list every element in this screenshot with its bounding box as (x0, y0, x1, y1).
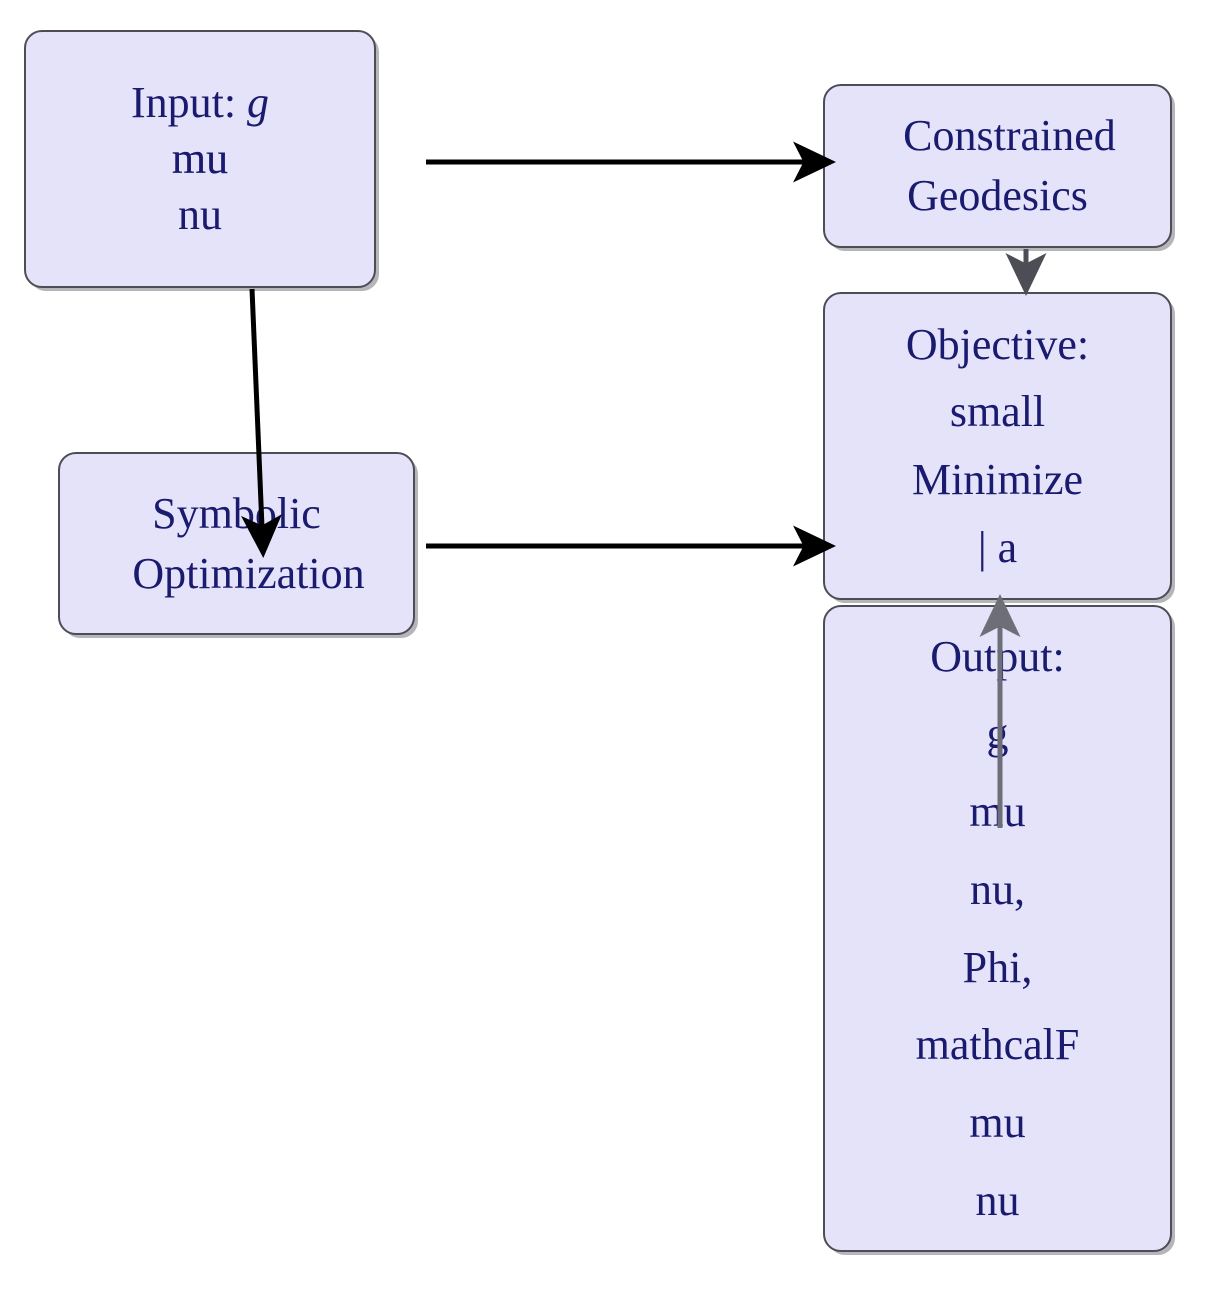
node-output-line-3: nu, (970, 864, 1025, 914)
node-input-overlap-text: mu (171, 134, 229, 184)
node-symbolic-line-1: Optimization (132, 548, 365, 598)
node-symbolic-optimization[interactable]: Symbolic Optimization (58, 452, 415, 635)
node-objective-line-0: Objective: (905, 319, 1090, 369)
node-objective-line-2: Minimize (911, 455, 1084, 504)
node-output-line-1: g (986, 709, 1009, 759)
node-objective[interactable]: Objective: small Minimize | a (823, 292, 1172, 600)
node-input-line-2: nu (178, 189, 222, 239)
node-symbolic-line-0: Symbolic (152, 488, 321, 538)
node-constrained-line-1: Geodesics (907, 171, 1088, 220)
node-constrained-line-0: Constrained (903, 111, 1116, 161)
math-symbol-g: g (247, 78, 270, 128)
node-output-line-6: mu (969, 1097, 1026, 1147)
node-output-line-5: mathcalF (915, 1020, 1080, 1070)
node-output[interactable]: Output: g mu nu, Phi, mathcalF mu nu (823, 605, 1172, 1252)
node-objective-line-3: | a (977, 522, 1018, 572)
node-output-line-0: Output: (930, 631, 1065, 681)
node-constrained-geodesics[interactable]: Constrained Geodesics (823, 84, 1172, 248)
node-objective-line-1: small (949, 387, 1046, 437)
node-output-line-2: mu (969, 787, 1026, 837)
node-input-line-0: Input: g (130, 78, 270, 128)
node-output-line-7: nu (975, 1175, 1020, 1225)
node-output-line-4: Phi, (962, 942, 1033, 992)
node-input-overlap-shadow: mu (171, 134, 229, 184)
